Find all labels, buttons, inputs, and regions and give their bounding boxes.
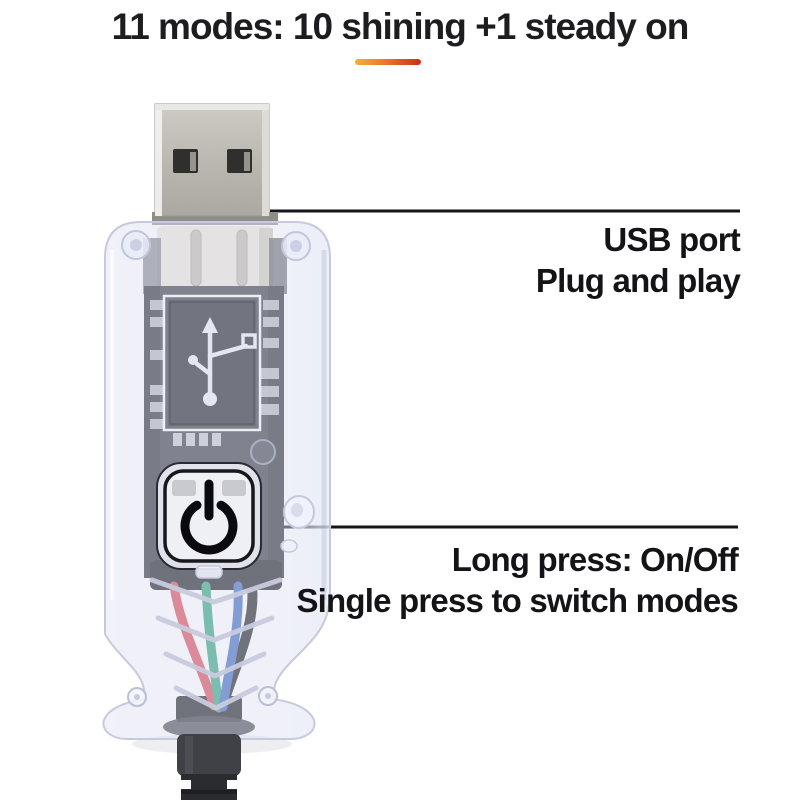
callout-usb-port: USB port Plug and play [535,219,741,301]
callout-lines [268,209,740,529]
callout-button-line2: Single press to switch modes [296,582,738,619]
power-icon [180,479,238,555]
usb-trident-icon [188,317,257,406]
side-led-bump [280,495,315,553]
case-chevron-ridges [149,577,283,711]
callout-button-line1: Long press: On/Off [451,541,739,578]
power-button [156,462,262,579]
callout-usb-line2: Plug and play [535,262,741,299]
page-title: 11 modes: 10 shining +1 steady on [111,6,690,47]
callout-power-button: Long press: On/Off Single press to switc… [296,539,738,621]
usb-plug-holes [173,149,252,173]
engraved-window [162,294,262,432]
callout-usb-line1: USB port [603,221,740,258]
title-underline-accent [355,59,421,65]
case-screw-posts [121,230,311,707]
usb-plug [152,103,278,225]
cable [177,734,241,800]
